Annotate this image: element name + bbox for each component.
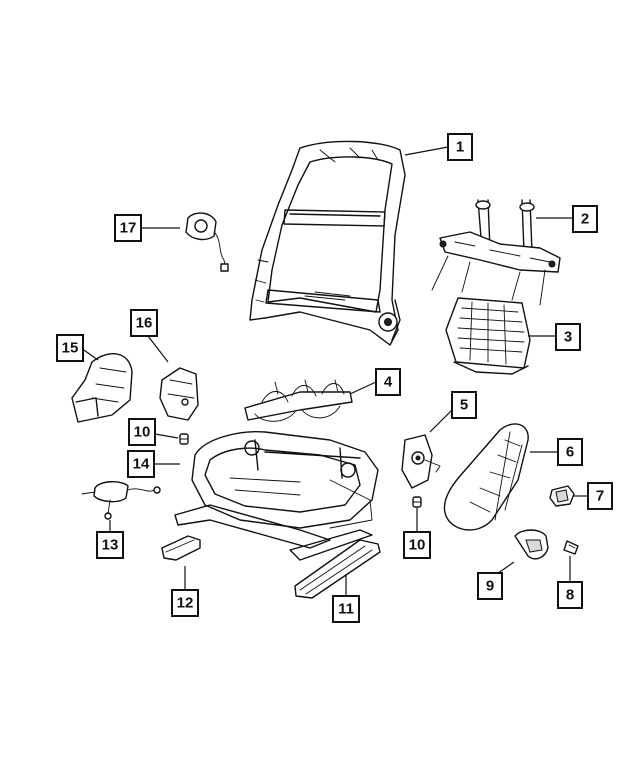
callout-4: 4 — [375, 368, 401, 396]
lumbar-plate-part — [445, 297, 531, 375]
cushion-spring-mat-part — [244, 379, 353, 422]
callout-16: 16 — [130, 309, 158, 337]
callout-12-label: 12 — [177, 595, 194, 612]
callout-11-label: 11 — [338, 601, 354, 618]
callout-7-label: 7 — [596, 488, 604, 505]
lumbar-adjuster-part — [431, 199, 561, 306]
callout-6-label: 6 — [566, 444, 574, 461]
callout-17-label: 17 — [120, 220, 137, 237]
callout-10a: 10 — [128, 418, 156, 446]
callout-5: 5 — [451, 391, 477, 419]
callout-8: 8 — [557, 581, 583, 609]
callout-7: 7 — [587, 482, 613, 510]
inner-bracket-part — [159, 367, 199, 421]
leader-5 — [429, 409, 453, 433]
track-cover-short-part — [161, 535, 201, 561]
callout-9-label: 9 — [486, 578, 494, 595]
callout-14: 14 — [127, 450, 155, 478]
recliner-handle-part — [514, 529, 549, 560]
outer-shield-part — [71, 353, 133, 423]
callout-15-label: 15 — [62, 340, 79, 357]
side-shield-part — [443, 423, 529, 531]
callout-10a-label: 10 — [134, 424, 151, 441]
callout-8-label: 8 — [566, 587, 574, 604]
callout-15: 15 — [56, 334, 84, 362]
adjuster-knob-part — [549, 485, 575, 507]
callout-2-label: 2 — [581, 211, 589, 228]
callout-10b: 10 — [403, 531, 431, 559]
fastener-right-part — [412, 496, 422, 508]
leader-10a — [154, 433, 179, 439]
callout-11: 11 — [332, 595, 360, 623]
callout-3: 3 — [555, 323, 581, 351]
callout-3-label: 3 — [564, 329, 572, 346]
leader-4 — [349, 381, 377, 395]
recliner-mechanism-part — [401, 434, 441, 489]
callout-1-label: 1 — [456, 139, 464, 156]
callout-16-label: 16 — [136, 315, 153, 332]
callout-13-label: 13 — [102, 537, 119, 554]
track-cover-long-part — [294, 539, 381, 599]
callout-10b-label: 10 — [409, 537, 426, 554]
callout-13: 13 — [96, 531, 124, 559]
callout-9: 9 — [477, 572, 503, 600]
leader-1 — [404, 146, 449, 156]
callout-6: 6 — [557, 438, 583, 466]
callout-17: 17 — [114, 214, 142, 242]
cushion-frame-part — [174, 431, 379, 561]
callout-2: 2 — [572, 205, 598, 233]
callout-5-label: 5 — [460, 397, 468, 414]
callout-1: 1 — [447, 133, 473, 161]
sensor-module-part — [185, 212, 229, 272]
fastener-left-part — [179, 433, 189, 445]
leader-16 — [147, 335, 169, 363]
callout-12: 12 — [171, 589, 199, 617]
retaining-clip-part — [563, 540, 579, 555]
callout-14-label: 14 — [133, 456, 150, 473]
wire-harness-part — [81, 481, 161, 520]
seatback-frame-part — [249, 140, 406, 346]
callout-4-label: 4 — [384, 374, 393, 391]
